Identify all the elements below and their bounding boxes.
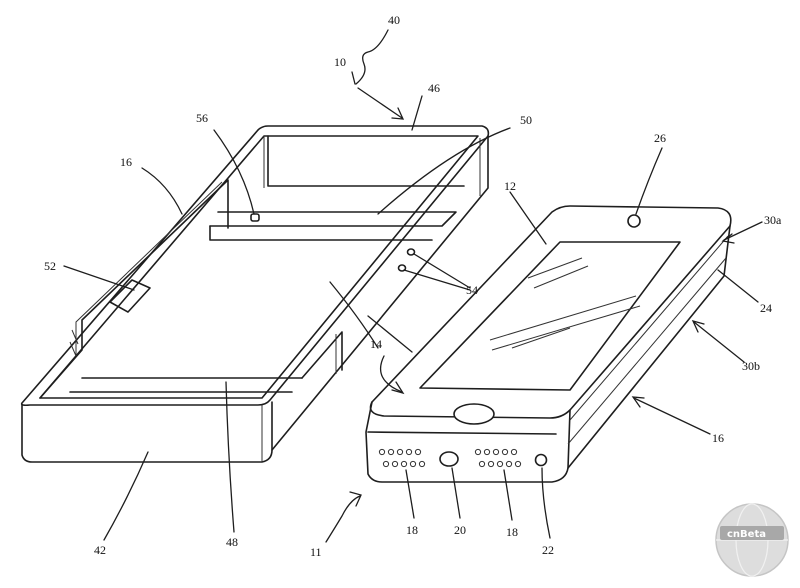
display-glare-4	[491, 305, 641, 351]
phone-side-face	[567, 225, 731, 469]
phone-bottom-edge-top	[367, 431, 557, 435]
leader-16-case	[141, 167, 183, 215]
phone-bottom-edge	[365, 401, 571, 483]
case-left-wall-inner	[39, 179, 229, 399]
leader-30b-head	[691, 320, 705, 333]
display-glare-2	[533, 265, 589, 289]
label-18-right: 18	[506, 525, 518, 539]
leader-54a	[413, 253, 471, 289]
leader-14-b	[379, 355, 403, 393]
leader-14-a	[367, 315, 413, 353]
label-16-case: 16	[120, 155, 132, 169]
front-camera-26	[627, 214, 641, 228]
case-floor-back-shelf	[209, 211, 457, 227]
case-right-wall	[271, 135, 489, 451]
leader-16-phone	[633, 397, 711, 435]
label-11: 11	[310, 545, 322, 559]
leader-18-right	[503, 469, 513, 521]
leader-50	[377, 127, 511, 215]
leader-30a-head	[721, 233, 735, 244]
leader-52	[63, 265, 135, 291]
leader-14-c	[329, 281, 379, 349]
label-20: 20	[454, 523, 466, 537]
phone-device	[365, 205, 732, 483]
speaker-grille-left	[378, 448, 426, 468]
case-hole-54a	[406, 248, 416, 256]
home-button	[453, 403, 495, 425]
leader-26	[635, 147, 663, 215]
leader-14-head	[391, 381, 405, 395]
leader-30a	[723, 221, 763, 241]
protective-case	[20, 125, 490, 463]
case-left-edge-detail	[69, 329, 79, 357]
case-front-wall	[21, 401, 273, 463]
label-14: 14	[370, 337, 382, 351]
leader-24	[717, 269, 759, 303]
label-40: 40	[388, 13, 400, 27]
label-54: 54	[466, 283, 478, 297]
case-port-opening-52	[109, 279, 151, 313]
leader-42	[103, 451, 149, 541]
watermark: cnBeta	[715, 503, 789, 577]
leader-22	[541, 467, 551, 539]
leader-lines	[63, 29, 763, 543]
leader-46	[411, 95, 423, 131]
leader-11-head	[349, 491, 362, 507]
label-42: 42	[94, 543, 106, 557]
label-48: 48	[226, 535, 238, 549]
label-30a: 30a	[764, 213, 782, 227]
label-18-left: 18	[406, 523, 418, 537]
leader-48	[225, 381, 235, 533]
label-16-phone: 16	[712, 431, 724, 445]
label-22: 22	[542, 543, 554, 557]
leader-10-arrow-down	[357, 87, 403, 119]
label-30b: 30b	[742, 359, 760, 373]
label-50: 50	[520, 113, 532, 127]
leader-20	[451, 467, 461, 519]
leader-56	[213, 129, 255, 215]
label-56: 56	[196, 111, 208, 125]
phone-side-seam-30a	[569, 235, 729, 421]
label-46: 46	[428, 81, 440, 95]
leader-30b	[693, 321, 745, 363]
leader-54b	[403, 269, 471, 291]
label-52: 52	[44, 259, 56, 273]
leader-40-wavy	[355, 29, 389, 85]
leader-10-arrow-head	[391, 107, 405, 120]
label-10: 10	[334, 55, 346, 69]
label-26: 26	[654, 131, 666, 145]
leader-11-wavy	[325, 495, 361, 543]
display-glare-1	[527, 257, 583, 279]
case-back-wall-inner	[267, 135, 465, 187]
reference-numerals: 40 10 46 56 50 16 26 12 30a 52 54 24 14 …	[44, 13, 782, 559]
case-right-inner-wall	[301, 331, 343, 379]
watermark-text: cnBeta	[727, 529, 766, 540]
case-left-wall-inner-2	[75, 181, 223, 356]
leader-16-phone-head	[631, 396, 645, 408]
display-glare-5	[511, 327, 571, 349]
phone-side-seam-30b	[567, 257, 727, 445]
phone-display	[419, 241, 681, 391]
connector-port-20	[439, 451, 459, 467]
speaker-grille-right	[474, 448, 522, 468]
leader-12	[509, 191, 547, 245]
case-slot-56	[250, 213, 260, 222]
label-12: 12	[504, 179, 516, 193]
leader-10-arrow-left	[351, 71, 356, 85]
display-glare-3	[489, 295, 637, 341]
case-inner-rim	[39, 135, 479, 399]
label-24: 24	[760, 301, 772, 315]
leader-18-left	[405, 469, 415, 519]
audio-jack-22	[534, 453, 548, 467]
phone-front-face	[369, 205, 732, 419]
case-floor-step	[209, 225, 433, 241]
